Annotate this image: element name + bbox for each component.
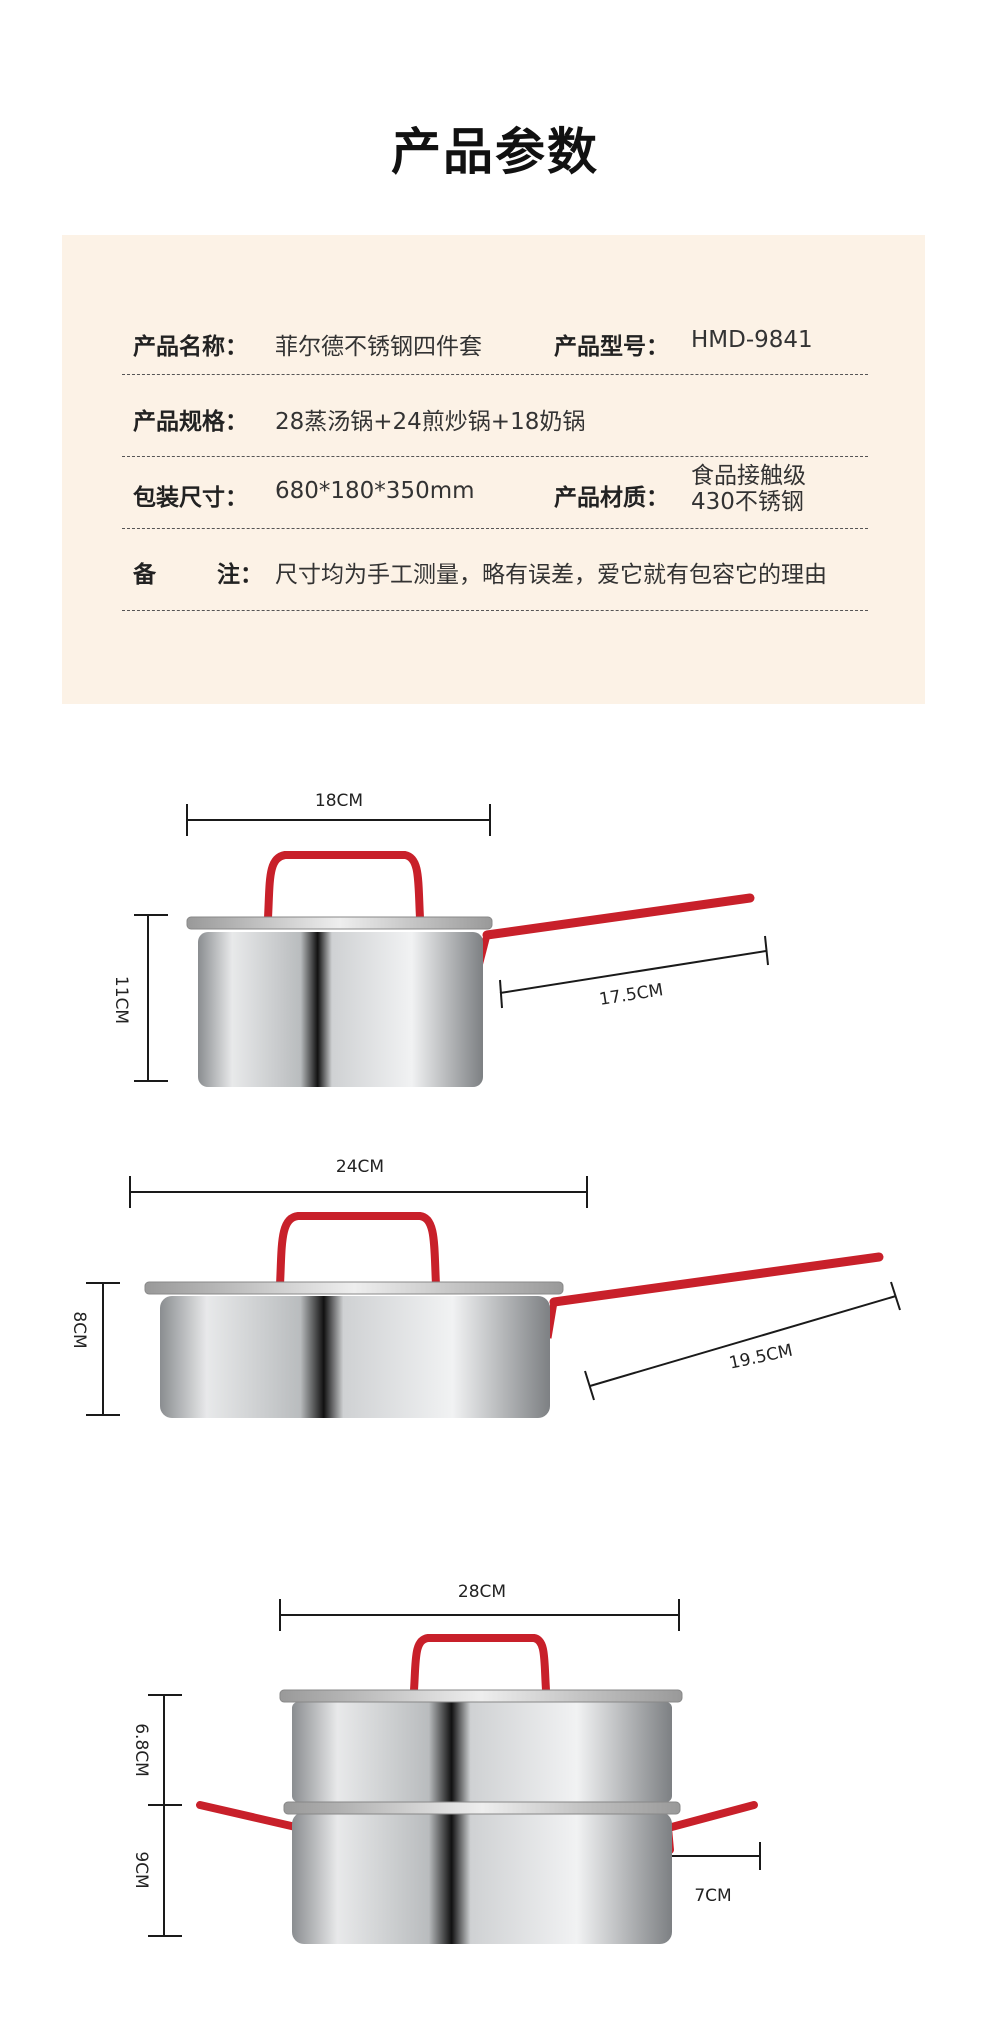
divider — [122, 610, 868, 611]
model-value: HMD-9841 — [691, 327, 813, 353]
material-value-line1: 食品接触级 — [691, 463, 806, 489]
milk-pot-handle-line — [499, 935, 769, 1009]
name-value: 菲尔德不锈钢四件套 — [275, 334, 482, 360]
fry-pan-handle-line — [584, 1281, 901, 1401]
note-label-2: 注： — [217, 562, 263, 588]
fry-pan-handle-label: 19.5CM — [727, 1341, 794, 1374]
model-label: 产品型号： — [554, 334, 669, 360]
steamer-height-line — [148, 1694, 182, 1937]
note-label-1: 备 — [133, 562, 156, 588]
spec-label: 产品规格： — [133, 409, 248, 435]
material-value-line2: 430不锈钢 — [691, 489, 804, 515]
fry-pan-image — [144, 1212, 884, 1418]
milk-pot-width-label: 18CM — [315, 791, 363, 811]
steamer-width-line — [279, 1599, 680, 1631]
milk-pot-image — [186, 851, 755, 1087]
steamer-handle-line — [667, 1842, 761, 1870]
fry-pan-height-line — [86, 1282, 120, 1416]
steamer-width-label: 28CM — [458, 1582, 506, 1602]
milk-pot-width-line — [186, 804, 491, 836]
milk-pot-height-line — [134, 914, 168, 1082]
fry-pan-height-label: 8CM — [69, 1311, 89, 1348]
note-value: 尺寸均为手工测量，略有误差，爱它就有包容它的理由 — [275, 562, 827, 588]
milk-pot-height-label: 11CM — [111, 976, 131, 1024]
fry-pan-width-label: 24CM — [336, 1157, 384, 1177]
divider — [122, 528, 868, 529]
steamer-pot-image — [196, 1634, 758, 1944]
milk-pot-handle-label: 17.5CM — [598, 980, 665, 1010]
steamer-upper-height-label: 6.8CM — [131, 1723, 151, 1777]
fry-pan-width-line — [129, 1176, 588, 1208]
steamer-lower-height-label: 9CM — [131, 1851, 151, 1888]
divider — [122, 456, 868, 457]
package-value: 680*180*350mm — [275, 478, 475, 504]
parameters-panel: 产品名称： 菲尔德不锈钢四件套 产品型号： HMD-9841 产品规格： 28蒸… — [62, 235, 925, 704]
material-label: 产品材质： — [554, 485, 669, 511]
page-title: 产品参数 — [391, 122, 599, 181]
steamer-handle-label: 7CM — [694, 1886, 731, 1906]
divider — [122, 374, 868, 375]
spec-value: 28蒸汤锅+24煎炒锅+18奶锅 — [275, 409, 586, 435]
package-label: 包装尺寸： — [133, 485, 248, 511]
name-label: 产品名称： — [133, 334, 248, 360]
